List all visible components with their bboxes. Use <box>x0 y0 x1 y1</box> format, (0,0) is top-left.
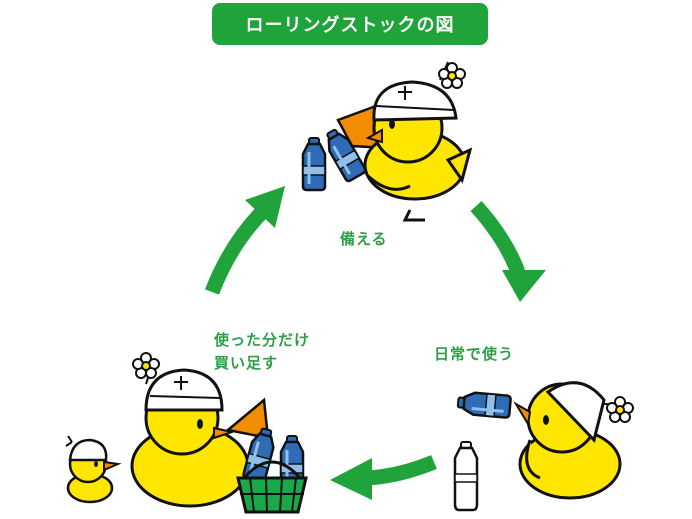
cycle-arrowhead-top <box>245 186 285 228</box>
cycle-arrows <box>204 186 546 500</box>
cycle-arrowhead-bottom <box>330 458 372 500</box>
cycle-arrow-icon <box>470 200 526 275</box>
step-label-buy-line1: 使った分だけ <box>214 331 311 349</box>
chick-prepare <box>301 61 473 222</box>
cycle-arrow-icon <box>204 206 268 295</box>
step-label-buy-more: 使った分だけ 買い足す <box>214 329 310 375</box>
flower-icon <box>438 62 466 89</box>
step-label-buy-line2: 買い足す <box>214 354 279 372</box>
baby-chick <box>65 435 122 504</box>
step-label-prepare: 備える <box>340 230 388 248</box>
water-bottle-icon <box>453 441 479 512</box>
water-bottle-icon <box>455 389 513 420</box>
flower-icon <box>132 352 160 379</box>
step-label-use-daily: 日常で使う <box>434 345 515 363</box>
diagram-title: ローリングストックの図 <box>212 3 488 45</box>
chick-buy-more <box>65 352 308 514</box>
water-bottle-icon <box>301 136 327 192</box>
shopping-basket-icon <box>236 460 308 514</box>
cycle-arrow-icon <box>367 455 437 486</box>
flower-icon <box>606 396 634 423</box>
cycle-arrowhead-right <box>502 270 546 302</box>
chick-use-daily <box>453 381 634 512</box>
